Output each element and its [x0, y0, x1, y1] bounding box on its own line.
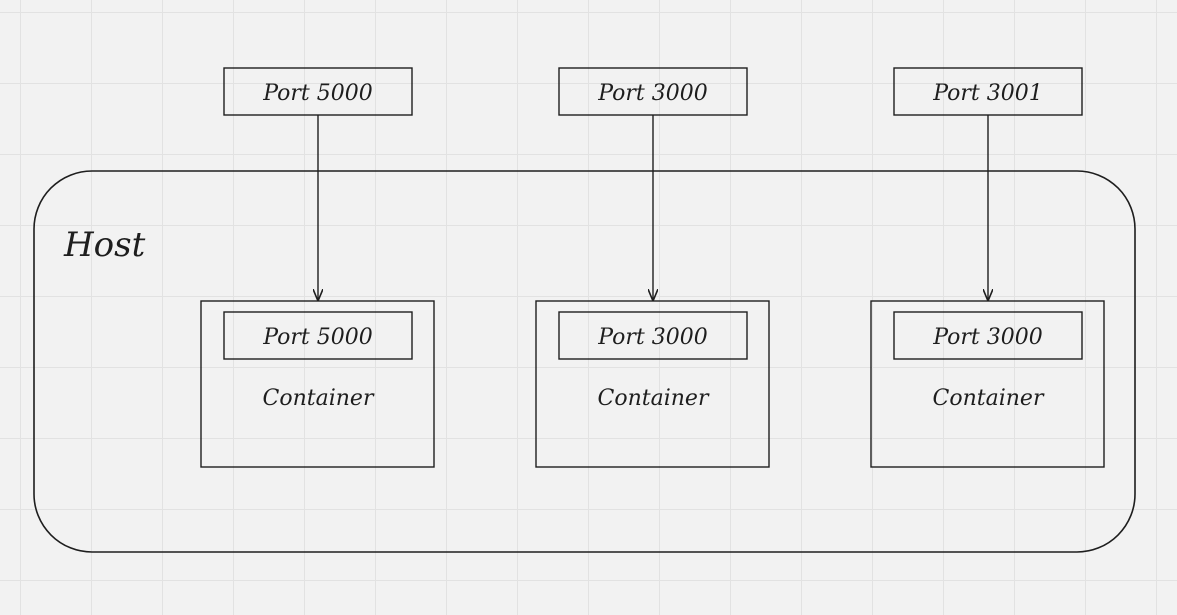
container-label: Container: [933, 386, 1045, 411]
mapping-group-2: Port 3000 Port 3000 Container: [535, 67, 770, 468]
mapping-group-3: Port 3001 Port 3000 Container: [870, 67, 1105, 468]
container-box[interactable]: [870, 300, 1105, 468]
host-port-label: Port 3000: [597, 81, 708, 106]
container-box[interactable]: [535, 300, 770, 468]
container-label: Container: [598, 386, 710, 411]
container-port-box[interactable]: [223, 311, 413, 360]
host-boundary[interactable]: [33, 170, 1136, 553]
container-port-label: Port 3000: [597, 325, 708, 350]
host-port-label: Port 5000: [262, 81, 373, 106]
host-label: Host: [63, 225, 146, 265]
container-box[interactable]: [200, 300, 435, 468]
container-port-box[interactable]: [558, 311, 748, 360]
container-port-box[interactable]: [893, 311, 1083, 360]
container-label: Container: [263, 386, 375, 411]
mapping-group-1: Port 5000 Port 5000 Container: [200, 67, 435, 468]
host-port-label: Port 3001: [932, 81, 1043, 106]
container-port-label: Port 5000: [262, 325, 373, 350]
container-port-label: Port 3000: [932, 325, 1043, 350]
